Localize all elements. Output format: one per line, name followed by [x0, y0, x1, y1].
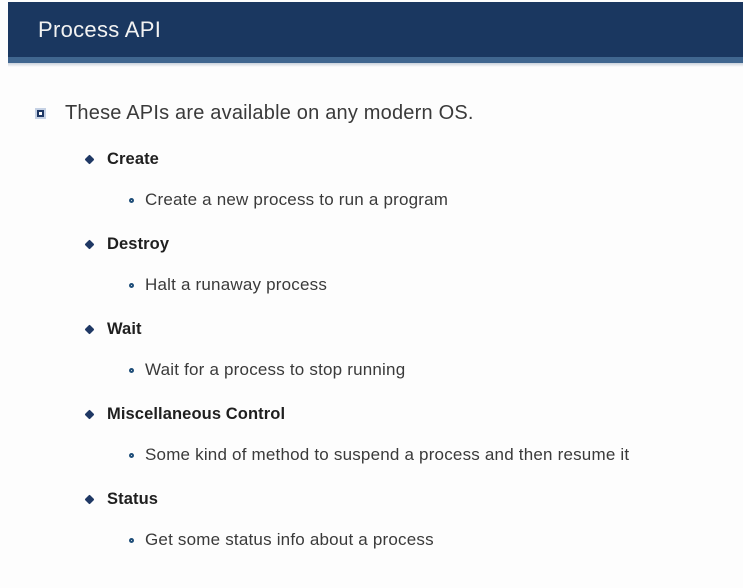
section-detail-misc-control: Some kind of method to suspend a process… [0, 444, 743, 466]
diamond-bullet-icon [84, 154, 95, 164]
hollow-square-bullet-icon [37, 109, 44, 117]
section-heading-label: Destroy [107, 234, 170, 253]
slide-body: These APIs are available on any modern O… [0, 100, 743, 551]
section-heading-wait: Wait [0, 318, 743, 340]
title-bar-fade-line [8, 63, 743, 67]
circle-bullet-icon [129, 367, 134, 373]
intro-bullet-item: These APIs are available on any modern O… [0, 100, 743, 126]
title-bar-band: Process API [8, 2, 743, 57]
intro-text: These APIs are available on any modern O… [65, 101, 474, 124]
slide-title-bar: Process API [8, 2, 743, 67]
section-detail-destroy: Halt a runaway process [0, 274, 743, 296]
circle-bullet-icon [129, 537, 134, 543]
section-detail-text: Wait for a process to stop running [145, 360, 406, 379]
section-detail-create: Create a new process to run a program [0, 189, 743, 211]
section-heading-label: Create [107, 149, 159, 168]
section-detail-text: Some kind of method to suspend a process… [145, 445, 630, 464]
section-heading-label: Status [107, 489, 159, 508]
section-detail-text: Create a new process to run a program [145, 190, 449, 209]
section-heading-create: Create [0, 148, 743, 170]
diamond-bullet-icon [84, 409, 95, 419]
section-detail-text: Halt a runaway process [145, 275, 328, 294]
section-heading-label: Wait [107, 319, 142, 338]
page-title: Process API [38, 16, 162, 42]
title-bar-edge-stripe [8, 57, 743, 63]
section-detail-wait: Wait for a process to stop running [0, 359, 743, 381]
section-heading-misc-control: Miscellaneous Control [0, 403, 743, 425]
circle-bullet-icon [129, 282, 134, 288]
diamond-bullet-icon [84, 324, 95, 334]
section-detail-status: Get some status info about a process [0, 529, 743, 551]
circle-bullet-icon [129, 197, 134, 203]
diamond-bullet-icon [84, 494, 95, 504]
section-heading-destroy: Destroy [0, 233, 743, 255]
section-detail-text: Get some status info about a process [145, 530, 434, 549]
circle-bullet-icon [129, 452, 134, 458]
diamond-bullet-icon [84, 239, 95, 249]
section-heading-label: Miscellaneous Control [107, 404, 286, 423]
section-heading-status: Status [0, 488, 743, 510]
